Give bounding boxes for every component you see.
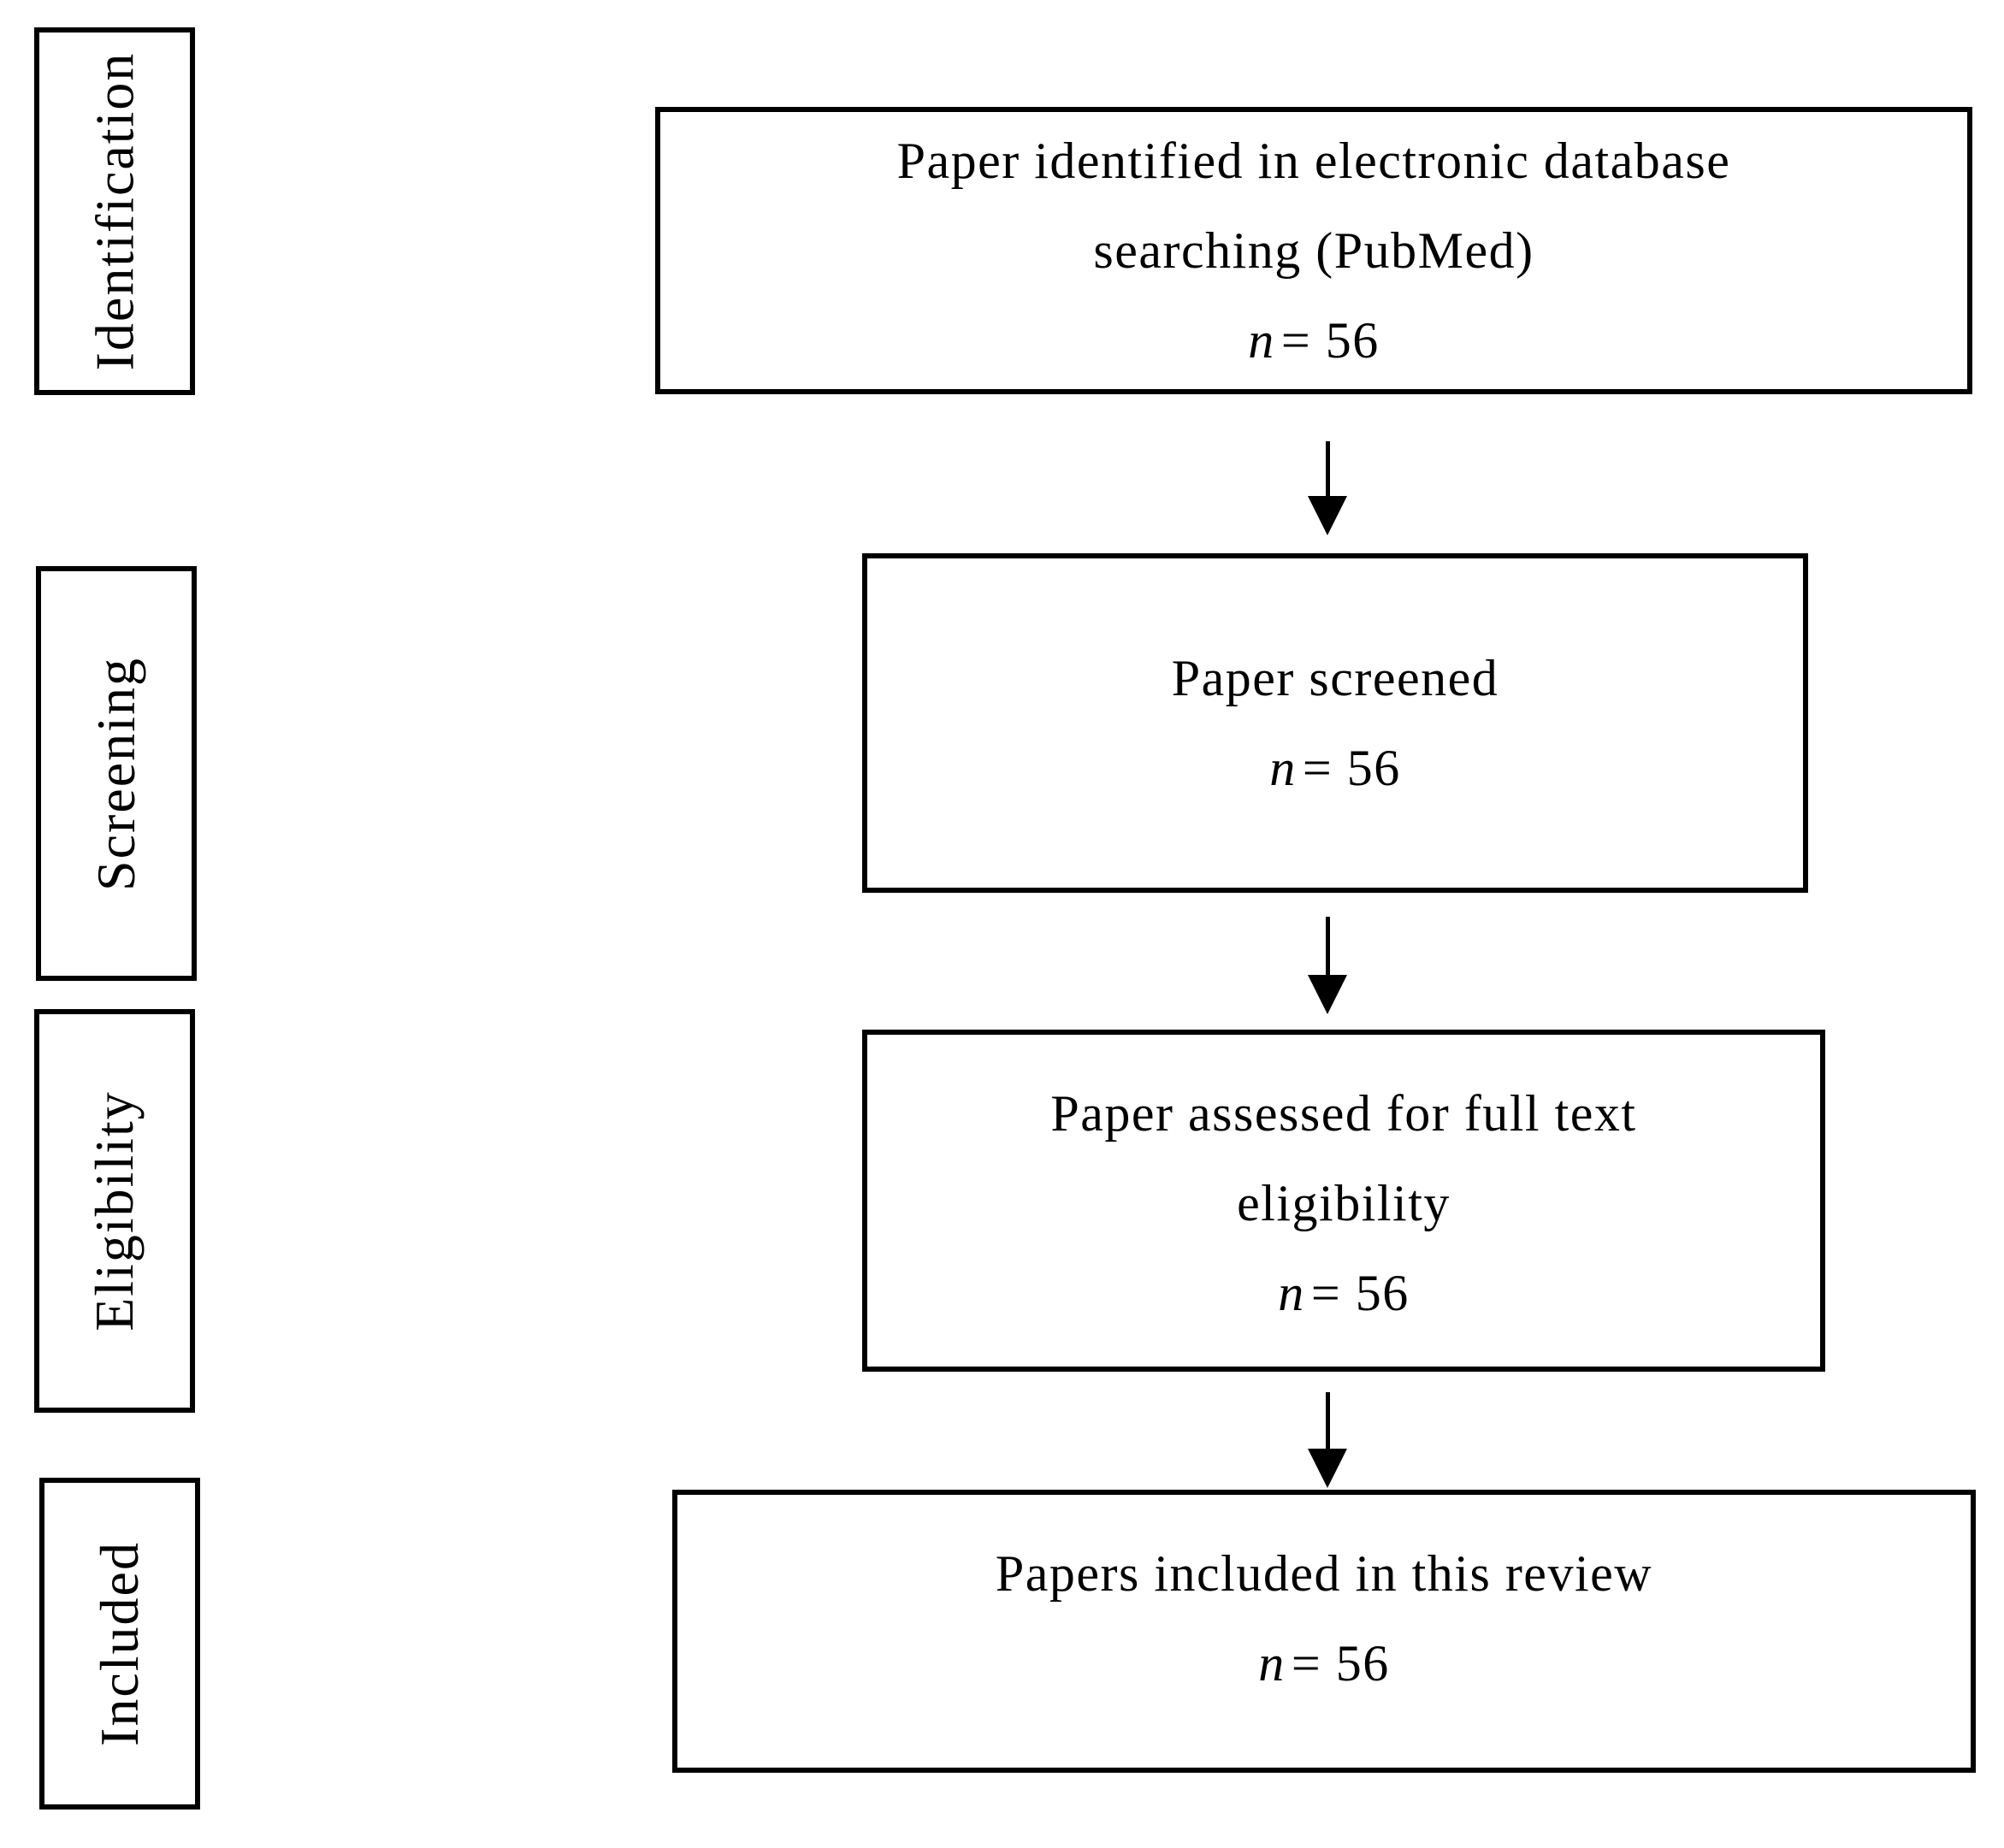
- n-symbol: n: [1269, 739, 1297, 796]
- flow-box-text-line: Paper screened: [1171, 649, 1499, 706]
- flow-box-text-line: Paper identified in electronic database: [896, 132, 1731, 189]
- n-symbol: n: [1278, 1265, 1305, 1321]
- stage-box-eligibility: Eligibility: [34, 1009, 195, 1413]
- flow-box-full-text-assessed: Paper assessed for full text eligibility…: [862, 1030, 1825, 1372]
- stage-label-screening: Screening: [86, 656, 146, 891]
- sample-size-line: n= 56: [1278, 1249, 1410, 1338]
- stage-label-identification: Identification: [84, 51, 145, 371]
- down-arrow-connector-1: [1308, 441, 1347, 535]
- down-arrow-connector-2: [1308, 917, 1347, 1014]
- arrow-shaft: [1325, 441, 1330, 496]
- arrow-shaft: [1325, 917, 1330, 975]
- flow-box-included-papers: Papers included in this review n= 56: [672, 1490, 1976, 1773]
- stage-label-eligibility: Eligibility: [84, 1090, 145, 1331]
- down-arrow-connector-3: [1308, 1392, 1347, 1488]
- flow-box-identified-records: Paper identified in electronic database …: [655, 107, 1972, 394]
- n-value: = 56: [1291, 1635, 1390, 1692]
- arrow-head-icon: [1308, 496, 1347, 535]
- n-value: = 56: [1280, 311, 1380, 369]
- sample-size-line: n= 56: [1258, 1619, 1390, 1709]
- sample-size-line: n= 56: [1248, 296, 1380, 386]
- n-symbol: n: [1248, 311, 1275, 369]
- flow-box-screened: Paper screened n= 56: [862, 553, 1808, 893]
- n-symbol: n: [1258, 1635, 1286, 1692]
- stage-box-identification: Identification: [34, 27, 195, 395]
- n-value: = 56: [1302, 739, 1401, 796]
- flow-box-text-line: searching (PubMed): [1093, 221, 1534, 279]
- arrow-head-icon: [1308, 1449, 1347, 1488]
- flow-box-text-line: Paper assessed for full text: [1050, 1085, 1637, 1142]
- sample-size-line: n= 56: [1269, 723, 1401, 813]
- flow-box-text-line: Papers included in this review: [995, 1545, 1653, 1602]
- arrow-head-icon: [1308, 975, 1347, 1014]
- stage-box-screening: Screening: [36, 566, 197, 981]
- arrow-shaft: [1325, 1392, 1330, 1449]
- flow-box-text-line: eligibility: [1237, 1175, 1451, 1231]
- stage-box-included: Included: [39, 1478, 200, 1810]
- n-value: = 56: [1310, 1265, 1410, 1321]
- stage-label-included: Included: [89, 1541, 150, 1746]
